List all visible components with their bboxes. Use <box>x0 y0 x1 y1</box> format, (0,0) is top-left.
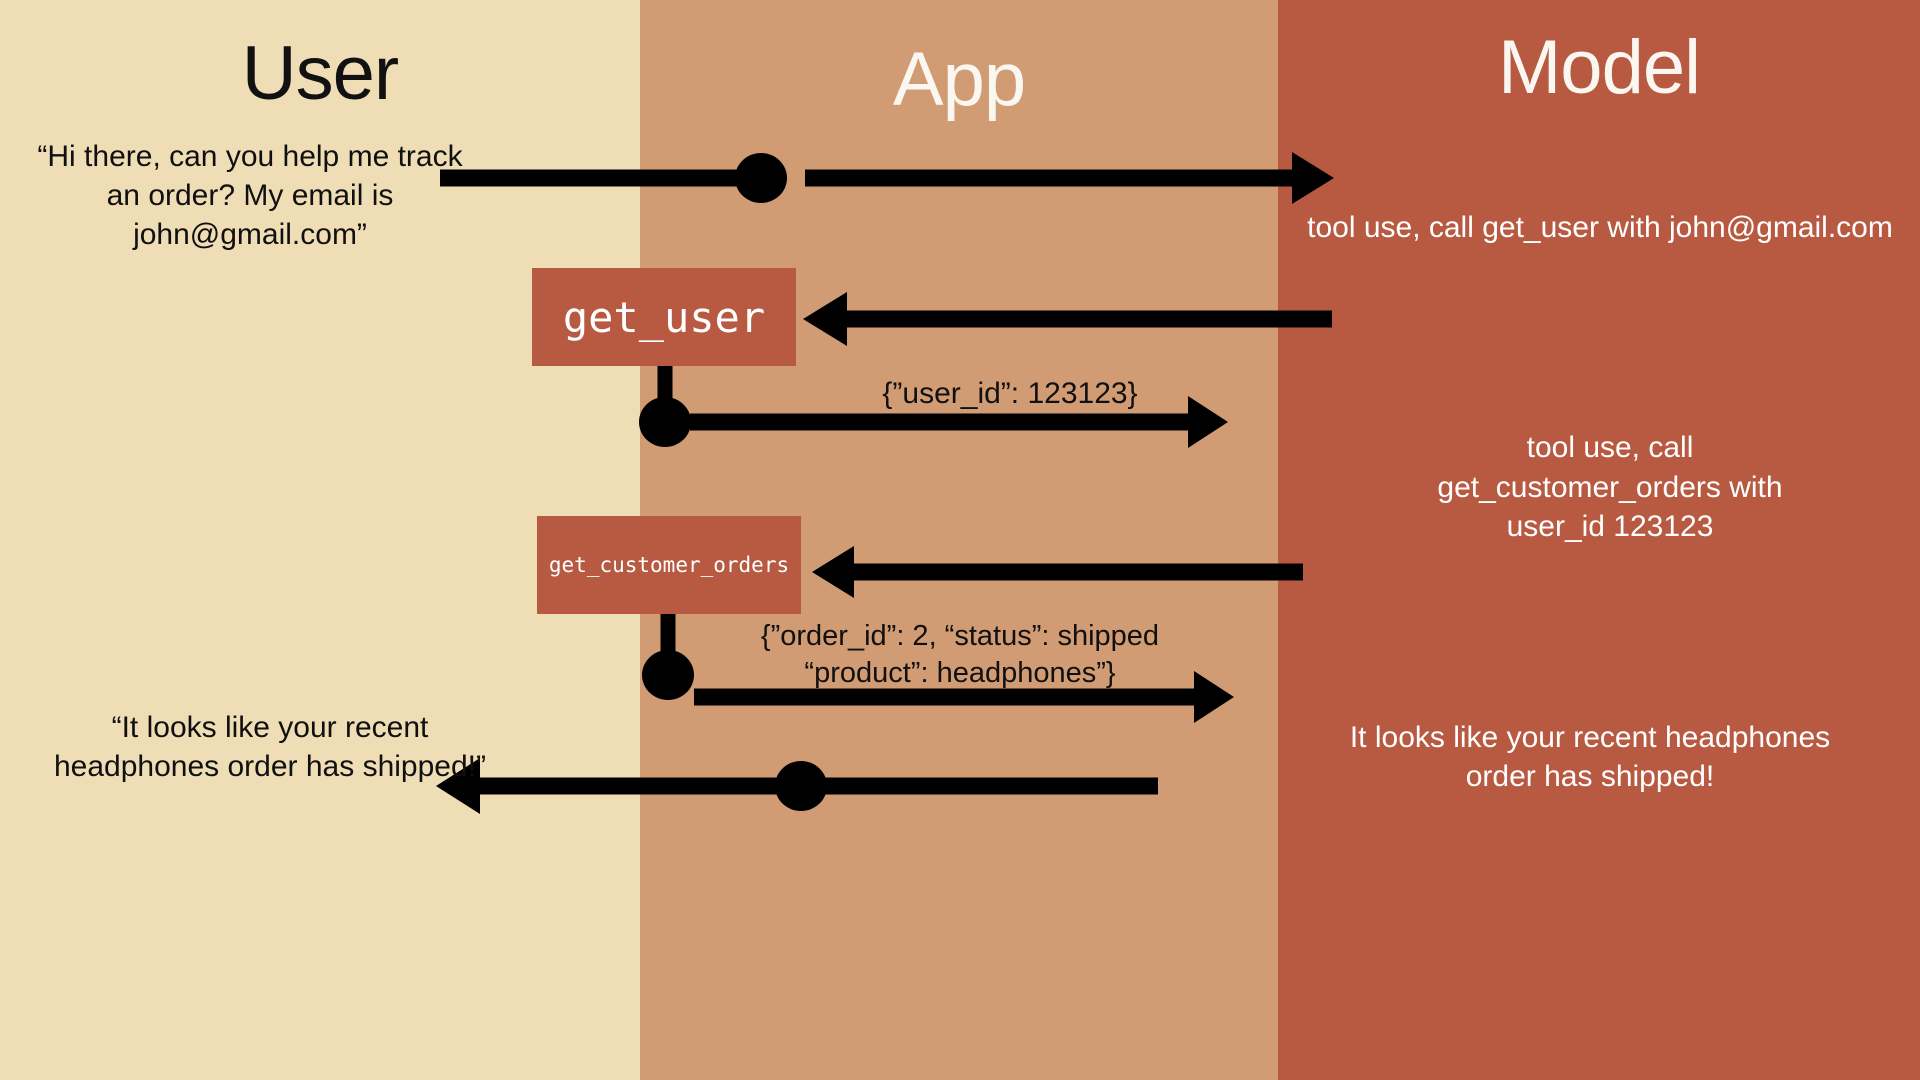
message-tool-result-order: {”order_id”: 2, “status”: shipped “produ… <box>760 620 1160 690</box>
lane-title-model: Model <box>1498 25 1701 110</box>
tool-box-get-customer-orders[interactable]: get_customer_orders <box>537 516 801 614</box>
message-tool-result-user-id: {”user_id”: 123123} <box>882 377 1138 410</box>
lane-title-user: User <box>241 31 399 116</box>
tool-box-get-user[interactable]: get_user <box>532 268 796 366</box>
lane-title-app: App <box>892 37 1026 122</box>
message-user-answer: “It looks like your recent headphones or… <box>54 711 486 783</box>
message-model-tool-call-get-customer-orders: tool use, call get_customer_orders with … <box>1437 431 1783 544</box>
message-user-question: “Hi there, can you help me track an orde… <box>37 140 463 251</box>
lane-model <box>1278 0 1920 1080</box>
message-model-tool-call-get-user: tool use, call get_user with john@gmail.… <box>1307 211 1893 244</box>
message-model-answer: It looks like your recent headphones ord… <box>1349 721 1831 793</box>
